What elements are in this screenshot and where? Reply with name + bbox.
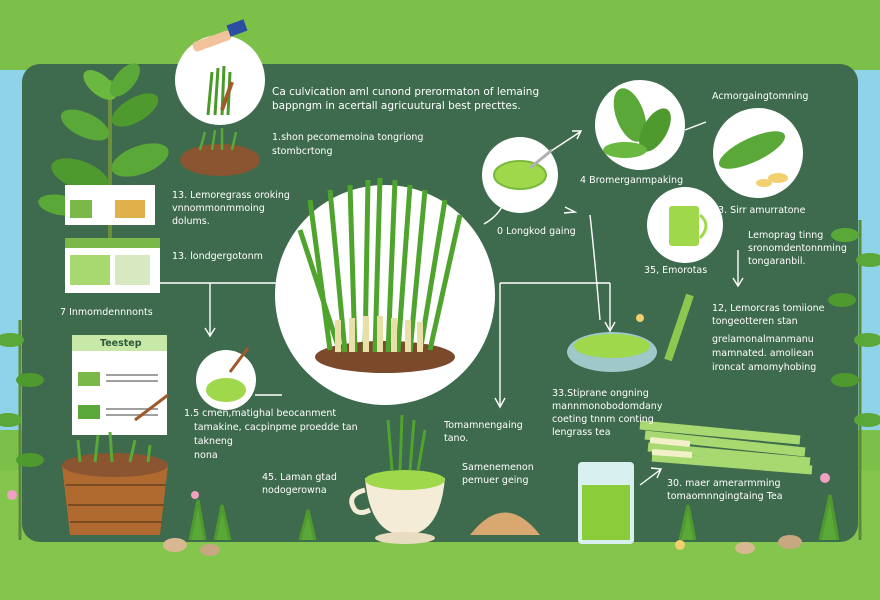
tea-cup [349,414,445,544]
document-card-label: Teestep [100,338,142,349]
step-label: 30. maer amerarmming [667,478,781,489]
step-label: stombcrtong [272,146,333,157]
step-label: mannmonobodomdany [552,401,663,412]
step-label: 1.shon pecomemoina tongriong [272,132,424,143]
step-label: tongaranbil. [748,256,806,267]
step-label: 13. Lemoregrass oroking [172,190,290,201]
flow-arrows [160,121,744,486]
step-label: dolums. [172,216,210,227]
lemongrass-leaf-circle [595,80,685,170]
documents-left [65,185,160,293]
central-lemongrass [275,177,495,405]
tea-bowl-large [567,314,657,372]
step-label: tano. [444,433,469,444]
tea-bowl-small [482,137,558,213]
step-label: ironcat amomyhobing [712,362,817,373]
step-label: tomaomnngingtaing Tea [667,491,783,502]
step-label: 33.Stiprane ongning [552,388,649,399]
step-label: Samenemenon [462,462,534,473]
step-label: sronomdentonnming [748,243,847,254]
soil-mound [180,144,260,176]
step-label: 1.5 cmen,matighal beocanment [184,408,337,419]
step-label: Acmorgaingtomning [712,91,809,102]
powder-pile [470,512,540,535]
step-label: nodogerowna [262,485,327,496]
step-label: 0 Longkod gaing [497,226,576,237]
basket-pot [62,431,168,535]
right-vine-plant [828,220,880,540]
tea-glass-circle [647,187,723,263]
step-label: tamakine, cacpinpme proedde tan [194,422,358,433]
green-tea-glass [578,462,634,544]
step-label: lengrass tea [552,427,611,438]
title-line-2: bappngm in acertall agricuutural best pr… [272,100,521,112]
step-label: 7 Inmomdennnonts [60,307,153,318]
step-label: 45. Laman gtad [262,472,337,483]
foreground-grass [7,473,840,556]
step-label: 12, Lemorcras tomiione [712,303,825,314]
guide-document [72,335,169,435]
step-label: 13. londgergotonm [172,251,263,262]
step-label: nona [194,450,218,461]
title-line-1: Ca culvication aml cunond prerormaton of… [272,86,540,98]
step-label: 53. Sirr amurratone [712,205,806,216]
step-label: 4 Bromerganmpaking [580,175,684,186]
glass-trowel-circle [196,347,256,410]
step-label: 35, Emorotas [644,265,708,276]
seedlings [198,128,238,151]
step-label: grelamonalmanmanu [712,334,814,345]
planting-circle [175,19,265,125]
step-label: mamnated. amoliean [712,348,814,359]
step-label: Tomamnengaing [444,420,523,431]
step-label: Lemoprag tinng [748,230,824,241]
leaf-slices-circle [713,108,803,198]
left-vine-plant [0,320,44,540]
step-label: pemuer geing [462,475,529,486]
lemongrass-stalks [639,293,813,475]
step-label: takneng [194,436,233,447]
step-label: coeting tnnm conting [552,414,654,425]
step-label: vnnommonmmoing [172,203,265,214]
step-label: tongeotteren stan [712,316,798,327]
